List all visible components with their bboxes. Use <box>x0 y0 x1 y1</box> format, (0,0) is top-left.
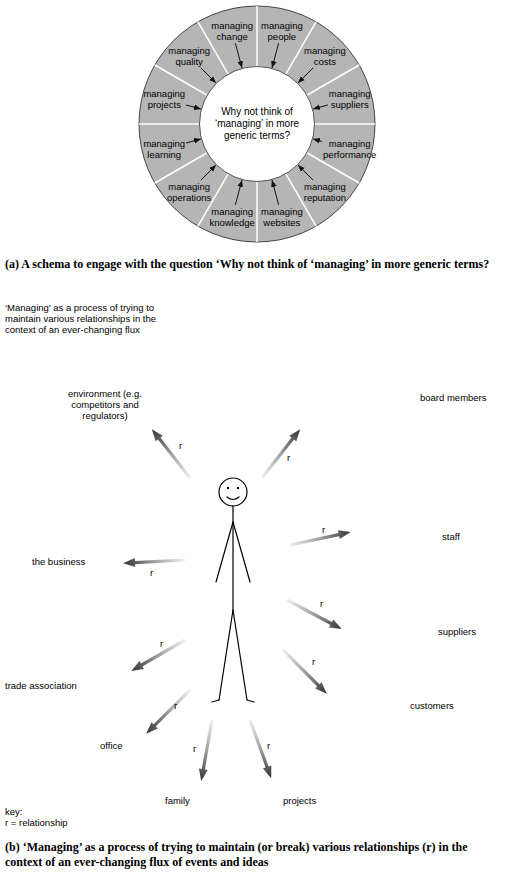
relationship-arrow <box>197 719 217 782</box>
arrow-connector <box>298 68 313 83</box>
ring-segment: managing costs <box>304 45 346 67</box>
relationship-mark: r <box>160 638 163 649</box>
ring-segment: managing change <box>211 20 253 42</box>
relationship-arrow <box>285 596 344 633</box>
relationship-mark: r <box>320 598 323 609</box>
arrow-connector <box>186 139 201 143</box>
relationship-arrow <box>123 556 185 568</box>
segment-label: managing websites <box>261 206 303 228</box>
relationship-target: trade association <box>5 680 77 691</box>
arrow-connector <box>235 43 242 68</box>
segment-label: managing quality <box>168 45 210 67</box>
segment-label: managing projects <box>143 88 185 110</box>
relationship-arrow <box>148 426 193 480</box>
panel-heading: ‘Managing’ as a process of trying to mai… <box>5 302 177 335</box>
figure-caption: (a) A schema to engage with the question… <box>5 257 505 272</box>
ring-segment: managing performance <box>323 138 376 160</box>
segment-label: managing change <box>211 20 253 42</box>
hub-circle: Why not think of ‘managing’ in more gene… <box>199 66 315 182</box>
ring-segment: managing suppliers <box>329 88 371 110</box>
segment-label: managing reputation <box>304 181 346 203</box>
stick-figure <box>212 478 254 702</box>
segment-label: managing people <box>261 20 303 42</box>
segment-label: managing learning <box>143 138 185 160</box>
segment-label: managing operations <box>167 181 211 203</box>
ring-segment: managing knowledge <box>209 206 254 228</box>
relationship-mark: r <box>312 656 315 667</box>
relationship-target: office <box>100 740 123 751</box>
relationship-arrow <box>258 426 303 480</box>
hub-question: Why not think of ‘managing’ in more gene… <box>214 106 300 142</box>
relationship-mark: r <box>322 524 325 535</box>
ring-segment: managing quality <box>168 45 210 67</box>
relationship-arrow <box>143 687 193 737</box>
segment-label: managing costs <box>304 45 346 67</box>
segment-label: managing performance <box>323 138 376 160</box>
relationship-mark: r <box>179 440 182 451</box>
arrow-connector <box>272 180 279 205</box>
ring-segment: managing operations <box>167 181 211 203</box>
arrow-connector <box>272 43 279 68</box>
ring-segment: managing people <box>261 20 303 42</box>
relationship-mark: r <box>267 740 270 751</box>
ring <box>139 6 375 242</box>
relationship-arrow <box>280 647 330 697</box>
ring-disc <box>139 6 375 242</box>
ring-dividers <box>139 6 375 242</box>
key-entry: r = relationship <box>5 817 68 828</box>
arrow-connector <box>201 165 216 180</box>
arrow-connector <box>235 180 242 205</box>
ring-segment: managing projects <box>143 88 185 110</box>
relationship-mark: r <box>287 452 290 463</box>
relationship-mark: r <box>150 567 153 578</box>
relationship-target: customers <box>410 700 454 711</box>
relationship-target: staff <box>442 531 460 542</box>
ring-segment: managing reputation <box>304 181 346 203</box>
arrow-connector <box>201 68 216 83</box>
key-heading: key: <box>5 806 22 817</box>
figure-caption: (b) ‘Managing’ as a process of trying to… <box>5 840 505 869</box>
segment-label: managing suppliers <box>329 88 371 110</box>
ring-segment: managing learning <box>143 138 185 160</box>
relationship-target: projects <box>283 795 316 806</box>
relationship-target: the business <box>32 556 85 567</box>
relationship-mark: r <box>193 743 196 754</box>
segment-label: managing knowledge <box>209 206 254 228</box>
relationship-arrow <box>129 636 187 675</box>
arrow-connector <box>313 139 322 141</box>
relationship-arrows <box>123 426 352 781</box>
ring-segment: managing websites <box>261 206 303 228</box>
relationship-target: board members <box>420 392 487 403</box>
relationship-target: environment (e.g. competitors and regula… <box>55 388 155 421</box>
relationship-arrow <box>246 718 276 779</box>
arrow-connector <box>298 165 313 180</box>
arrow-connector <box>186 105 201 109</box>
relationship-target: suppliers <box>438 626 476 637</box>
relationship-arrow <box>289 528 352 550</box>
arrow-connector <box>313 105 328 109</box>
relationship-mark: r <box>174 700 177 711</box>
relationship-target: family <box>165 795 190 806</box>
